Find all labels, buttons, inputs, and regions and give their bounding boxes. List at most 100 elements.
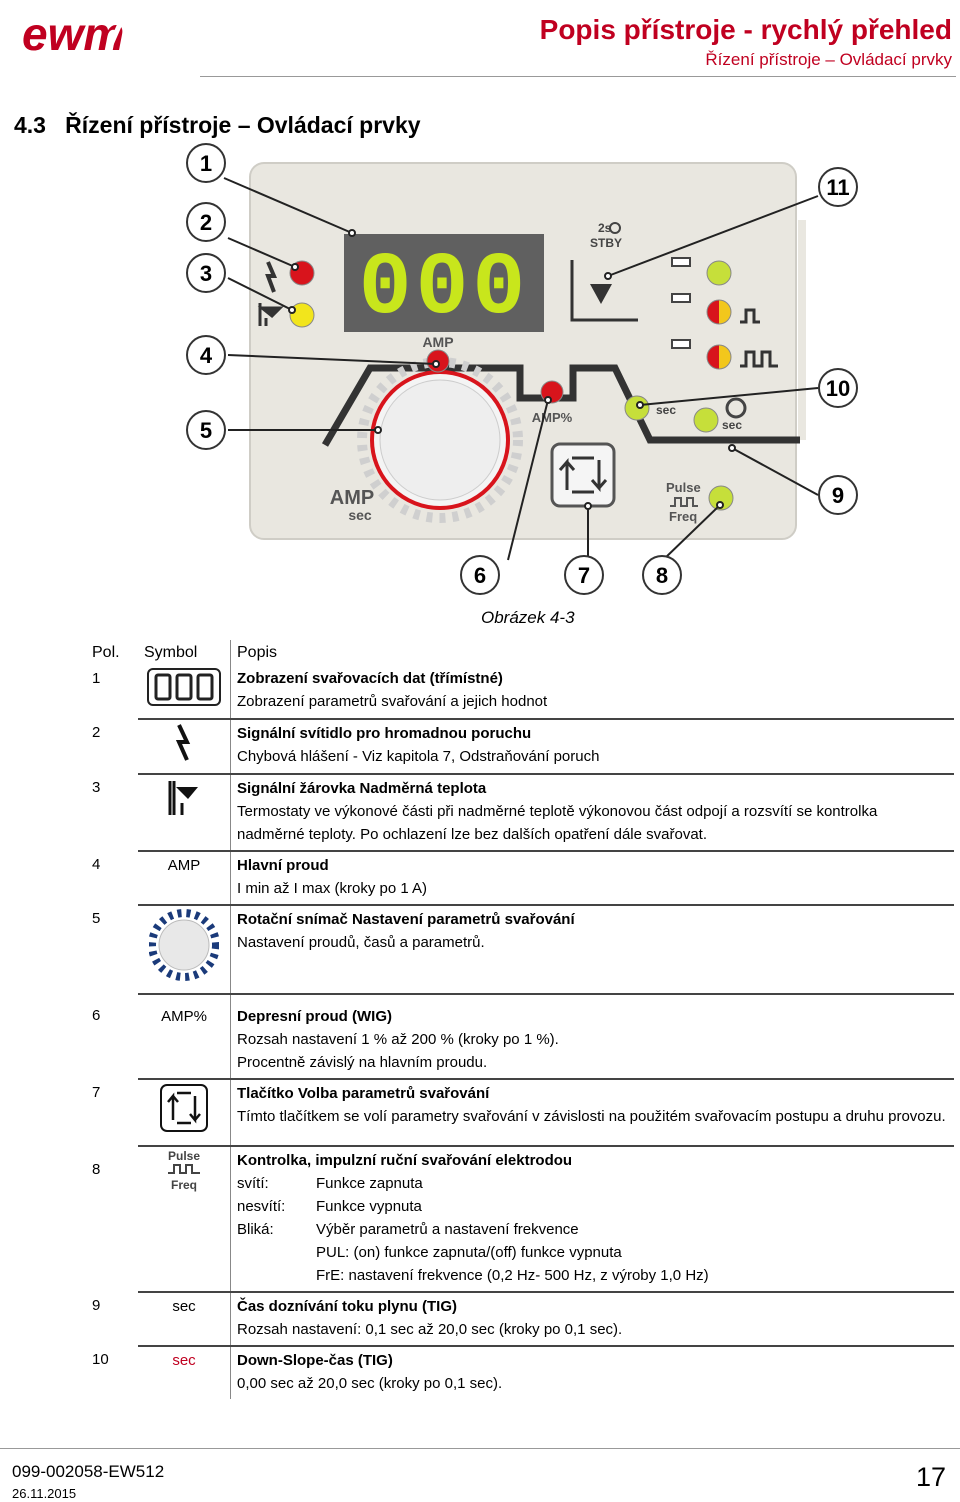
row-pos: 9 bbox=[92, 1297, 101, 1314]
pulse-wave-icon bbox=[670, 497, 698, 507]
table-row: 6 AMP% Depresní proud (WIG)Rozsah nastav… bbox=[86, 994, 954, 1080]
document-date: 26.11.2015 bbox=[12, 1486, 77, 1501]
mode-lamp-2 bbox=[706, 299, 732, 325]
svg-text:11: 11 bbox=[826, 175, 849, 200]
table-row: 5 Rotační snímač Nastavení parametrů sva… bbox=[86, 905, 954, 995]
page-number: 17 bbox=[915, 1462, 946, 1492]
table-row: 2 Signální svítidlo pro hromadnou poruch… bbox=[86, 719, 954, 775]
triangle-down-icon bbox=[590, 284, 612, 304]
state-blink: Bliká:Výběr parametrů a nastavení frekve… bbox=[237, 1221, 579, 1238]
table-row: 9 sec Čas doznívání toku plynu (TIG)Rozs… bbox=[86, 1292, 954, 1347]
callout-8: 8 bbox=[642, 555, 682, 595]
lightning-icon bbox=[138, 719, 231, 775]
header-symbol: Symbol bbox=[138, 640, 231, 665]
row-pos: 1 bbox=[92, 670, 101, 687]
down-slope-lamp bbox=[624, 395, 650, 421]
sec-symbol: sec bbox=[138, 1292, 231, 1347]
row-desc: Rotační snímač Nastavení parametrů svařo… bbox=[230, 905, 954, 995]
gas-post-flow-lamp bbox=[693, 407, 719, 433]
mode-lamp-1 bbox=[706, 260, 732, 286]
thermometer-icon bbox=[257, 303, 284, 326]
ewm-logo: ewm bbox=[22, 8, 167, 63]
amp-sec-bottom: sec bbox=[348, 507, 372, 523]
pulse-wave-icon bbox=[168, 1164, 200, 1174]
state-pul: PUL: (on) funkce zapnuta/(off) funkce vy… bbox=[316, 1244, 622, 1261]
torch-icons bbox=[671, 257, 691, 349]
rotate-arrows-icon bbox=[558, 456, 608, 494]
svg-text:1: 1 bbox=[200, 151, 212, 176]
header-desc: Popis bbox=[237, 644, 278, 661]
callout-1: 1 bbox=[186, 143, 226, 183]
param-select-button[interactable] bbox=[550, 442, 616, 508]
callout-10: 10 bbox=[818, 368, 858, 408]
callout-7: 7 bbox=[564, 555, 604, 595]
pulse-lamp bbox=[708, 485, 734, 511]
document-id: 099-002058-EW512 bbox=[12, 1462, 165, 1481]
svg-text:8: 8 bbox=[656, 563, 668, 588]
row-pos: 2 bbox=[92, 724, 101, 741]
pulse-freq-symbol: Pulse Freq bbox=[138, 1146, 231, 1293]
section-heading: 4.3 Řízení přístroje – Ovládací prvky bbox=[14, 112, 421, 139]
svg-text:6: 6 bbox=[474, 563, 486, 588]
amp-sec-top: AMP bbox=[330, 487, 374, 509]
svg-text:4: 4 bbox=[200, 343, 213, 368]
footer-divider bbox=[0, 1448, 960, 1449]
row-desc: Down-Slope-čas (TIG)0,00 sec až 20,0 sec… bbox=[237, 1352, 503, 1392]
callout-6: 6 bbox=[460, 555, 500, 595]
figure-caption: Obrázek 4-3 bbox=[481, 608, 575, 627]
table-header: Pol. Symbol Popis bbox=[86, 640, 954, 665]
svg-text:5: 5 bbox=[200, 418, 212, 443]
pulse-label: Pulse bbox=[167, 1149, 200, 1163]
row-desc: Zobrazení svařovacích dat (třímístné)Zob… bbox=[230, 665, 954, 720]
leader-lines bbox=[223, 177, 819, 561]
table-row: 8 Pulse Freq Kontrolka, impulzní ruční s… bbox=[86, 1146, 954, 1293]
panel-side bbox=[798, 220, 806, 440]
display-digits: 000 bbox=[359, 240, 529, 339]
row-desc: Čas doznívání toku plynu (TIG)Rozsah nas… bbox=[230, 1292, 954, 1347]
row-pos: 7 bbox=[92, 1084, 101, 1101]
header-divider bbox=[200, 76, 956, 77]
freq-label: Freq bbox=[669, 509, 697, 524]
row-pos: 4 bbox=[92, 856, 101, 873]
control-panel-figure: 000 AMP AMP% AMP sec 2s STBY sec sec Pu bbox=[186, 143, 858, 595]
header-title: Popis přístroje - rychlý přehled bbox=[539, 14, 952, 45]
state-on: svítí:Funkce zapnuta bbox=[237, 1175, 423, 1192]
sec-red-symbol: sec bbox=[138, 1346, 231, 1399]
callout-2: 2 bbox=[186, 202, 226, 242]
callout-3: 3 bbox=[186, 253, 226, 293]
svg-text:3: 3 bbox=[200, 261, 212, 286]
lightning-icon bbox=[265, 261, 278, 293]
power-icon bbox=[609, 222, 621, 234]
controls-table: Pol. Symbol Popis 1 Zobrazení svařovacíc… bbox=[86, 640, 954, 1399]
svg-text:2: 2 bbox=[200, 210, 212, 235]
row-pos: 8 bbox=[92, 1161, 101, 1178]
row-desc: Depresní proud (WIG)Rozsah nastavení 1 %… bbox=[230, 994, 954, 1080]
2-step-icon bbox=[740, 308, 760, 324]
standby-bracket bbox=[570, 260, 638, 322]
header-subtitle: Řízení přístroje – Ovládací prvky bbox=[705, 50, 952, 69]
4-step-icon bbox=[740, 350, 778, 368]
state-fre: FrE: nastavení frekvence (0,2 Hz- 500 Hz… bbox=[316, 1267, 709, 1284]
row-pos: 6 bbox=[92, 1007, 101, 1024]
section-number: 4.3 bbox=[14, 112, 46, 138]
overtemp-lamp bbox=[289, 302, 315, 328]
callout-11: 11 bbox=[818, 167, 858, 207]
svg-text:10: 10 bbox=[826, 376, 850, 401]
freq-label: Freq bbox=[170, 1178, 197, 1192]
gas-sec-label: sec bbox=[722, 418, 742, 432]
callout-4: 4 bbox=[186, 335, 226, 375]
rotate-arrows-icon bbox=[138, 1079, 231, 1147]
amp-pct-symbol: AMP% bbox=[138, 994, 231, 1080]
clock-icon bbox=[725, 397, 747, 419]
header-pos: Pol. bbox=[92, 644, 120, 661]
svg-text:7: 7 bbox=[578, 563, 590, 588]
display bbox=[344, 234, 544, 332]
row-pos: 3 bbox=[92, 779, 101, 796]
mode-lamp-3 bbox=[706, 344, 732, 370]
callout-5: 5 bbox=[186, 410, 226, 450]
